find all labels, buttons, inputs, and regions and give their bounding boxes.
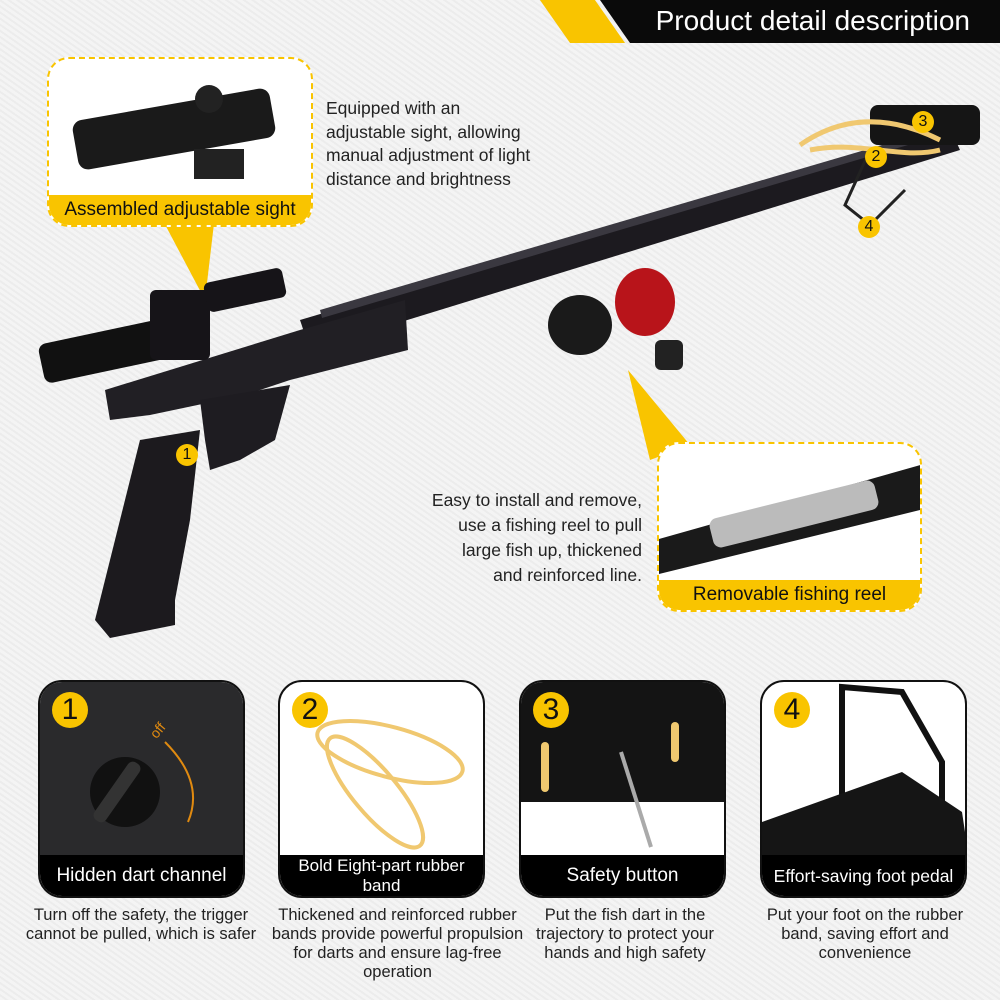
header-bar: Product detail description (600, 0, 1000, 43)
laser-sight-image (72, 85, 276, 179)
description-line: Easy to install and remove, (431, 490, 642, 510)
feature-card-1: off 1 Hidden dart channel (38, 680, 245, 898)
description-line: use a fishing reel to pull (458, 515, 642, 535)
trigger-guard (200, 385, 290, 470)
feature-card-3: 3 Safety button (519, 680, 726, 898)
sight-callout: Assembled adjustable sight (47, 57, 313, 227)
feature-description-4: Put your foot on the rubber band, saving… (766, 906, 964, 962)
description-line: adjustable sight, allowing (326, 121, 521, 142)
marker-4: 4 (858, 216, 880, 238)
safety-button-image (521, 682, 724, 855)
marker-3: 3 (912, 111, 934, 133)
svg-text:off: off (146, 719, 168, 741)
marker-2: 2 (865, 146, 887, 168)
sight-pointer (160, 215, 215, 300)
feature-description-1: Turn off the safety, the trigger cannot … (25, 906, 257, 943)
page-title: Product detail description (655, 5, 970, 36)
barrel (300, 128, 960, 350)
description-line: and reinforced line. (493, 565, 642, 585)
reel-callout: Removable fishing reel (657, 442, 922, 612)
feature-number: 1 (52, 692, 88, 728)
description-line: manual adjustment of light (326, 145, 531, 165)
reel-pointer (628, 370, 690, 460)
feature-card-2: 2 Bold Eight-part rubber band (278, 680, 485, 898)
description-line: distance and brightness (326, 168, 511, 189)
foot-pedal (843, 149, 907, 228)
receiver (105, 300, 408, 420)
reel-description: Easy to install and remove, use a fishin… (432, 488, 642, 588)
sight-mount (150, 290, 210, 360)
foot-pedal-image (762, 682, 965, 859)
feature-number: 3 (533, 692, 569, 728)
description-line: Equipped with an (326, 98, 461, 118)
rubber-band-image (280, 682, 483, 855)
safety-switch-icon: off (90, 719, 195, 827)
feature-description-2: Thickened and reinforced rubber bands pr… (271, 906, 524, 981)
reel-mount-image (659, 465, 920, 574)
feature-title: Effort-saving foot pedal (762, 855, 965, 896)
fishing-reel-back (548, 295, 612, 355)
feature-title: Hidden dart channel (40, 855, 243, 896)
feature-number: 2 (292, 692, 328, 728)
feature-description-3: Put the fish dart in the trajectory to p… (536, 906, 714, 962)
feature-title: Bold Eight-part rubber band (280, 855, 483, 896)
sight-description: Equipped with an adjustable sight, allow… (326, 97, 530, 191)
fishing-reel-body (615, 268, 675, 336)
barrel-rail (320, 125, 952, 318)
feature-number: 4 (774, 692, 810, 728)
description-line: large fish up, thickened (462, 540, 642, 560)
feature-card-4: 4 Effort-saving foot pedal (760, 680, 967, 898)
sight-label: Assembled adjustable sight (49, 195, 311, 225)
reel-handle (655, 340, 683, 370)
marker-1: 1 (176, 444, 198, 466)
reel-label: Removable fishing reel (659, 580, 920, 610)
speargun-product-image (38, 105, 980, 638)
grip (95, 430, 200, 638)
sight-scope (203, 268, 287, 312)
feature-title: Safety button (521, 855, 724, 896)
